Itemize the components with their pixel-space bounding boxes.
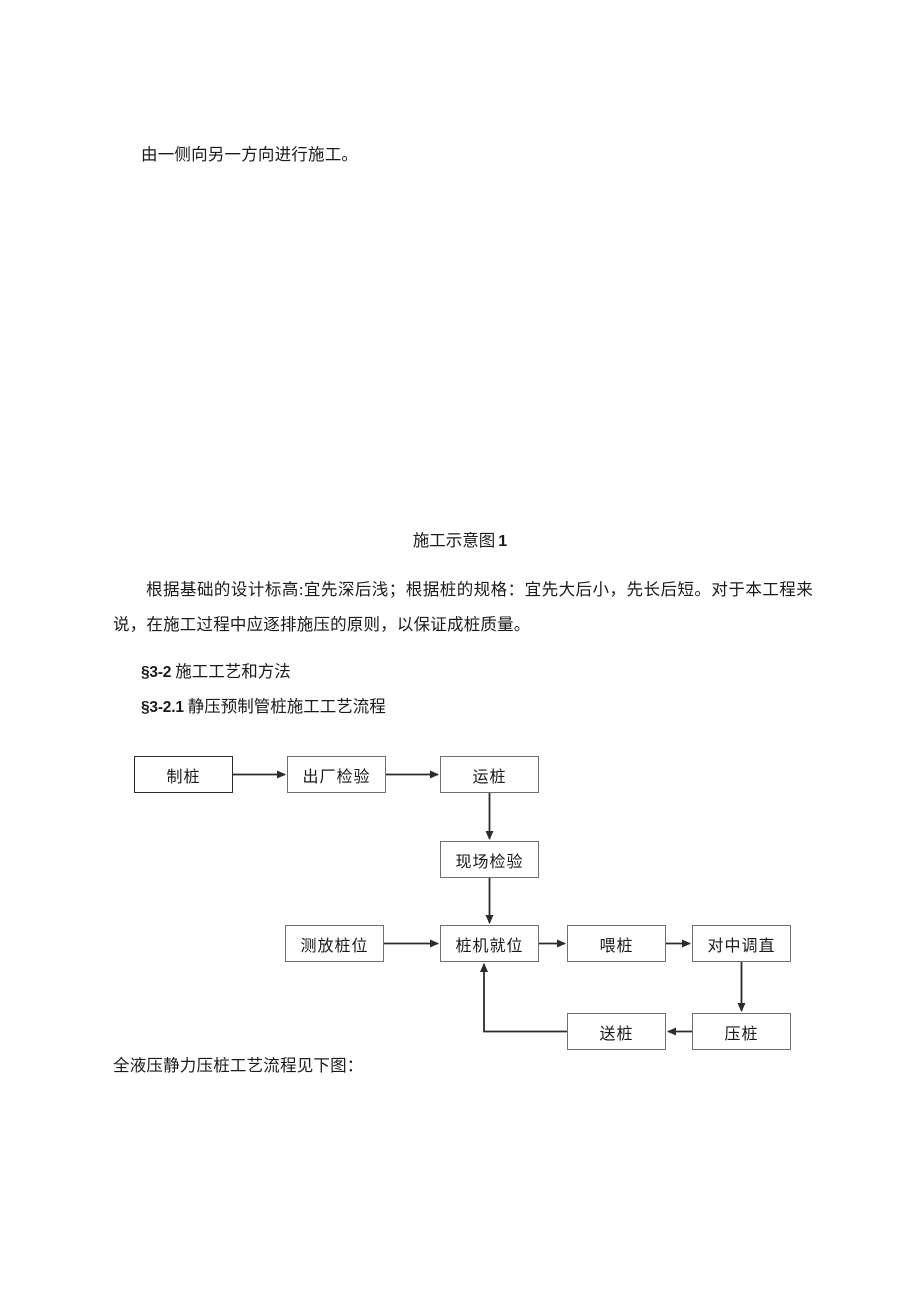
flow-node-label: 喂桩 (599, 937, 634, 955)
flow-node-label: 对中调直 (707, 937, 776, 955)
figure-caption-number: 1 (498, 533, 508, 550)
flow-node-label: 测放桩位 (300, 937, 369, 955)
flow-node-chuchang_jianyan[interactable]: 出厂检验 (287, 756, 386, 793)
flow-node-label: 压桩 (724, 1025, 759, 1043)
closing-paragraph: 全液压静力压桩工艺流程见下图： (113, 1056, 364, 1075)
flow-node-label: 送桩 (599, 1025, 634, 1043)
flow-node-wei_zhuang[interactable]: 喂桩 (567, 925, 666, 962)
section-title-3-2-1: 静压预制管桩施工工艺流程 (187, 697, 386, 716)
body-paragraph: 根据基础的设计标高:宜先深后浅；根据桩的规格：宜先大后小，先长后短。对于本工程来… (113, 580, 813, 634)
section-title-3-2: 施工工艺和方法 (175, 662, 291, 681)
flow-node-ya_zhuang[interactable]: 压桩 (692, 1013, 791, 1050)
connector-song_zhuang-to-zhuangji_jiuwei (480, 963, 567, 1033)
section-number-3-2-1: §3-2.1 (141, 699, 184, 716)
flow-node-label: 桩机就位 (455, 937, 524, 955)
flow-node-label: 出厂检验 (302, 768, 371, 786)
flow-node-yun_zhuang[interactable]: 运桩 (440, 756, 539, 793)
intro-paragraph: 由一侧向另一方向进行施工。 (141, 145, 359, 164)
flow-node-song_zhuang[interactable]: 送桩 (567, 1013, 666, 1050)
flow-node-duizhong_tiaozhi[interactable]: 对中调直 (692, 925, 791, 962)
figure-caption-text: 施工示意图 (412, 531, 496, 550)
flow-node-label: 运桩 (472, 768, 507, 786)
flow-node-label: 制桩 (166, 768, 201, 786)
flow-node-zhuangji_jiuwei[interactable]: 桩机就位 (440, 925, 539, 962)
flow-node-label: 现场检验 (455, 853, 524, 871)
section-number-3-2: §3-2 (141, 664, 172, 681)
flow-node-zhi_zhuang[interactable]: 制桩 (134, 756, 233, 793)
flow-node-xianchang_jianyan[interactable]: 现场检验 (440, 841, 539, 878)
flow-node-cefang_zhuangwei[interactable]: 测放桩位 (285, 925, 384, 962)
